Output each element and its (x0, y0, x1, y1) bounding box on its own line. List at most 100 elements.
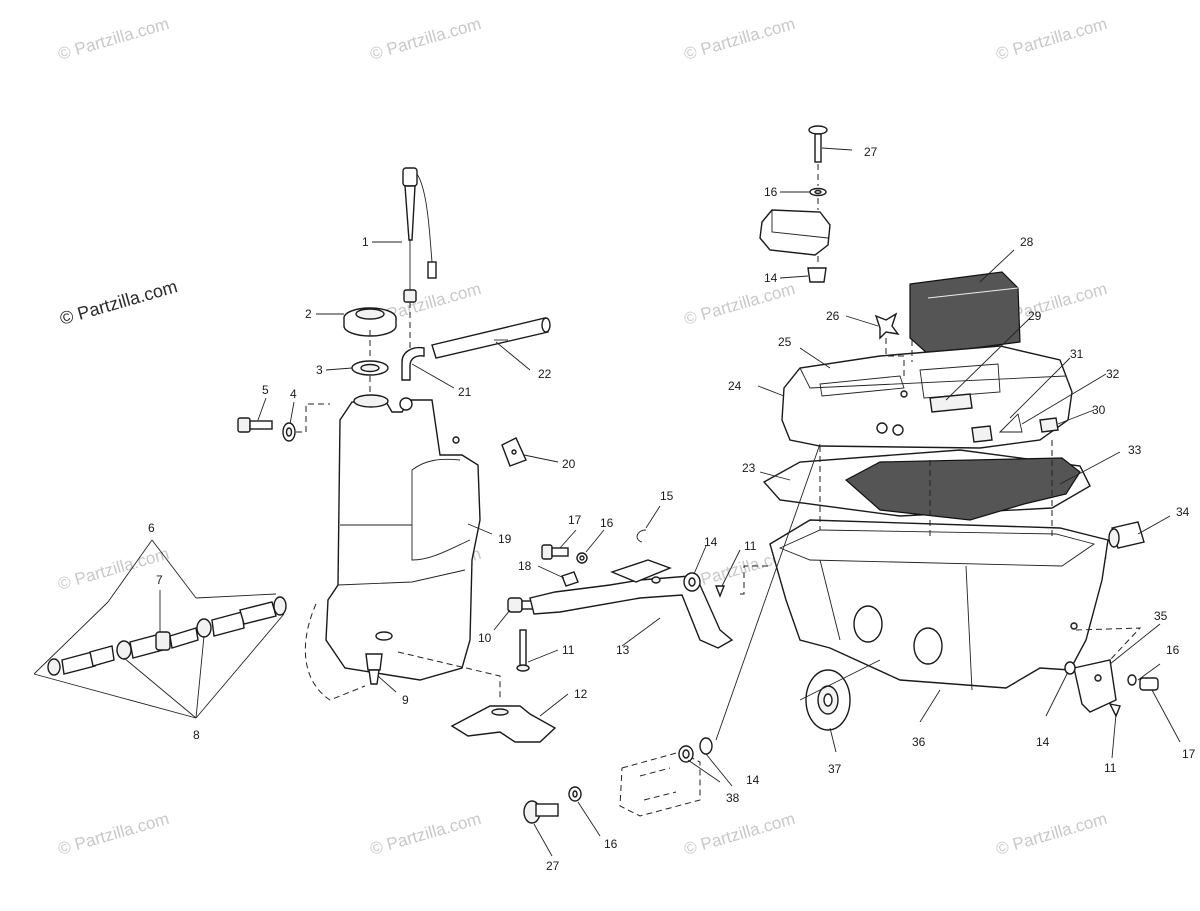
callout-label: 17 (1182, 747, 1196, 761)
pushpin-11-middle[interactable] (714, 585, 726, 598)
watermark: © Partzilla.com (56, 544, 171, 594)
callout-label: 24 (728, 379, 742, 393)
screw-27-top[interactable] (808, 125, 828, 163)
filter-element-33[interactable] (844, 457, 1081, 521)
callout-label: 16 (604, 837, 618, 851)
callout-label: 20 (562, 457, 576, 471)
spacer-18[interactable] (561, 571, 579, 587)
watermark: © Partzilla.com (682, 809, 797, 859)
callout-label: 11 (562, 643, 575, 657)
bracket-35[interactable] (1073, 659, 1117, 713)
callout-label: 27 (864, 145, 878, 159)
callout-labels: 1 2 3 5 4 22 21 20 19 6 7 8 9 17 16 15 1… (148, 145, 1196, 873)
callout-label: 26 (826, 309, 840, 323)
callout-label: 34 (1176, 505, 1190, 519)
bolt-27-bottom[interactable] (523, 800, 559, 824)
callout-label: 16 (764, 185, 778, 199)
watermark: © Partzilla.com (994, 809, 1109, 859)
leader-lines (33, 147, 1181, 857)
bolt-17[interactable] (541, 544, 569, 560)
callout-label: 36 (912, 735, 926, 749)
callout-label: 11 (1104, 761, 1117, 775)
watermark: © Partzilla.com (368, 14, 483, 64)
washer-16-top[interactable] (809, 187, 827, 197)
callout-label: 22 (538, 367, 552, 381)
callout-label: 32 (1106, 367, 1120, 381)
bolt-10[interactable] (507, 597, 535, 613)
watermark: © Partzilla.com (56, 809, 171, 859)
callout-label: 14 (746, 773, 760, 787)
callout-label: 4 (290, 387, 297, 401)
callout-label: 19 (498, 532, 512, 546)
callout-label: 16 (600, 516, 614, 530)
callout-label: 6 (148, 521, 155, 535)
wing-nut-26[interactable] (874, 312, 900, 340)
callout-label: 5 (262, 383, 269, 397)
oil-tank[interactable] (325, 394, 481, 681)
callout-label: 18 (518, 559, 532, 573)
elbow-fitting[interactable] (401, 346, 425, 381)
airbox-lid-24[interactable] (781, 345, 1073, 449)
callout-label: 29 (1028, 309, 1042, 323)
callout-label: 17 (568, 513, 582, 527)
vent-hose[interactable] (431, 317, 551, 359)
bolt-17-right[interactable] (1139, 677, 1159, 691)
washer-16-right[interactable] (1127, 674, 1137, 686)
callout-label: 23 (742, 461, 756, 475)
callout-label: 31 (1070, 347, 1084, 361)
grommet-14-bottom[interactable] (699, 737, 713, 755)
dipstick[interactable] (402, 167, 437, 303)
bolt-5[interactable] (237, 417, 273, 433)
nut-16-middle[interactable] (576, 552, 588, 564)
callout-label: 33 (1128, 443, 1142, 457)
watermark: © Partzilla.com (994, 14, 1109, 64)
watermark: © Partzilla.com (682, 279, 797, 329)
callout-label: 10 (478, 631, 492, 645)
callout-label: 9 (402, 693, 409, 707)
hose-clamp-assembly[interactable] (47, 596, 287, 676)
callout-label: 1 (362, 235, 369, 249)
grommet-38[interactable] (678, 745, 694, 763)
callout-label: 15 (660, 489, 674, 503)
watermark: © Partzilla.com (682, 14, 797, 64)
callout-label: 3 (316, 363, 323, 377)
bracket-20[interactable] (501, 437, 527, 467)
air-filter-foam-28[interactable] (909, 271, 1021, 355)
callout-label: 37 (828, 762, 842, 776)
airbox-base-36[interactable] (769, 519, 1109, 691)
watermark: © Partzilla.com (56, 14, 171, 64)
callout-label: 7 (156, 573, 163, 587)
pushpin-11-right[interactable] (1108, 703, 1121, 718)
grommet-14-right[interactable] (1064, 661, 1076, 675)
grommet-14-top[interactable] (807, 267, 827, 283)
callout-label: 14 (764, 271, 778, 285)
watermark-prominent: © Partzilla.com (58, 276, 180, 329)
callout-label: 21 (458, 385, 472, 399)
callout-label: 13 (616, 643, 630, 657)
washer-4[interactable] (282, 422, 296, 442)
callout-label: 28 (1020, 235, 1034, 249)
tank-cap-gasket[interactable] (351, 360, 389, 376)
washer-16-bottom[interactable] (568, 786, 582, 802)
callout-label: 16 (1166, 643, 1180, 657)
dashed-assembly-lines (296, 164, 1142, 701)
grommet-14-middle[interactable] (683, 572, 701, 592)
callout-label: 14 (1036, 735, 1050, 749)
clip-15[interactable] (636, 529, 647, 543)
grommet-34[interactable] (1108, 521, 1145, 549)
tank-outlet-fitting[interactable] (365, 631, 393, 685)
tank-bracket-12[interactable] (450, 705, 557, 743)
stud-11[interactable] (516, 629, 530, 672)
callout-label: 27 (546, 859, 560, 873)
mounting-bracket-13[interactable] (529, 559, 734, 649)
callout-label: 35 (1154, 609, 1168, 623)
wheel-37[interactable] (805, 669, 851, 731)
cover-block[interactable] (759, 209, 831, 256)
watermark: © Partzilla.com (368, 809, 483, 859)
callout-label: 38 (726, 791, 740, 805)
callout-label: 8 (193, 728, 200, 742)
tank-cap[interactable] (343, 307, 397, 337)
callout-label: 11 (744, 539, 757, 553)
callout-label: 14 (704, 535, 718, 549)
